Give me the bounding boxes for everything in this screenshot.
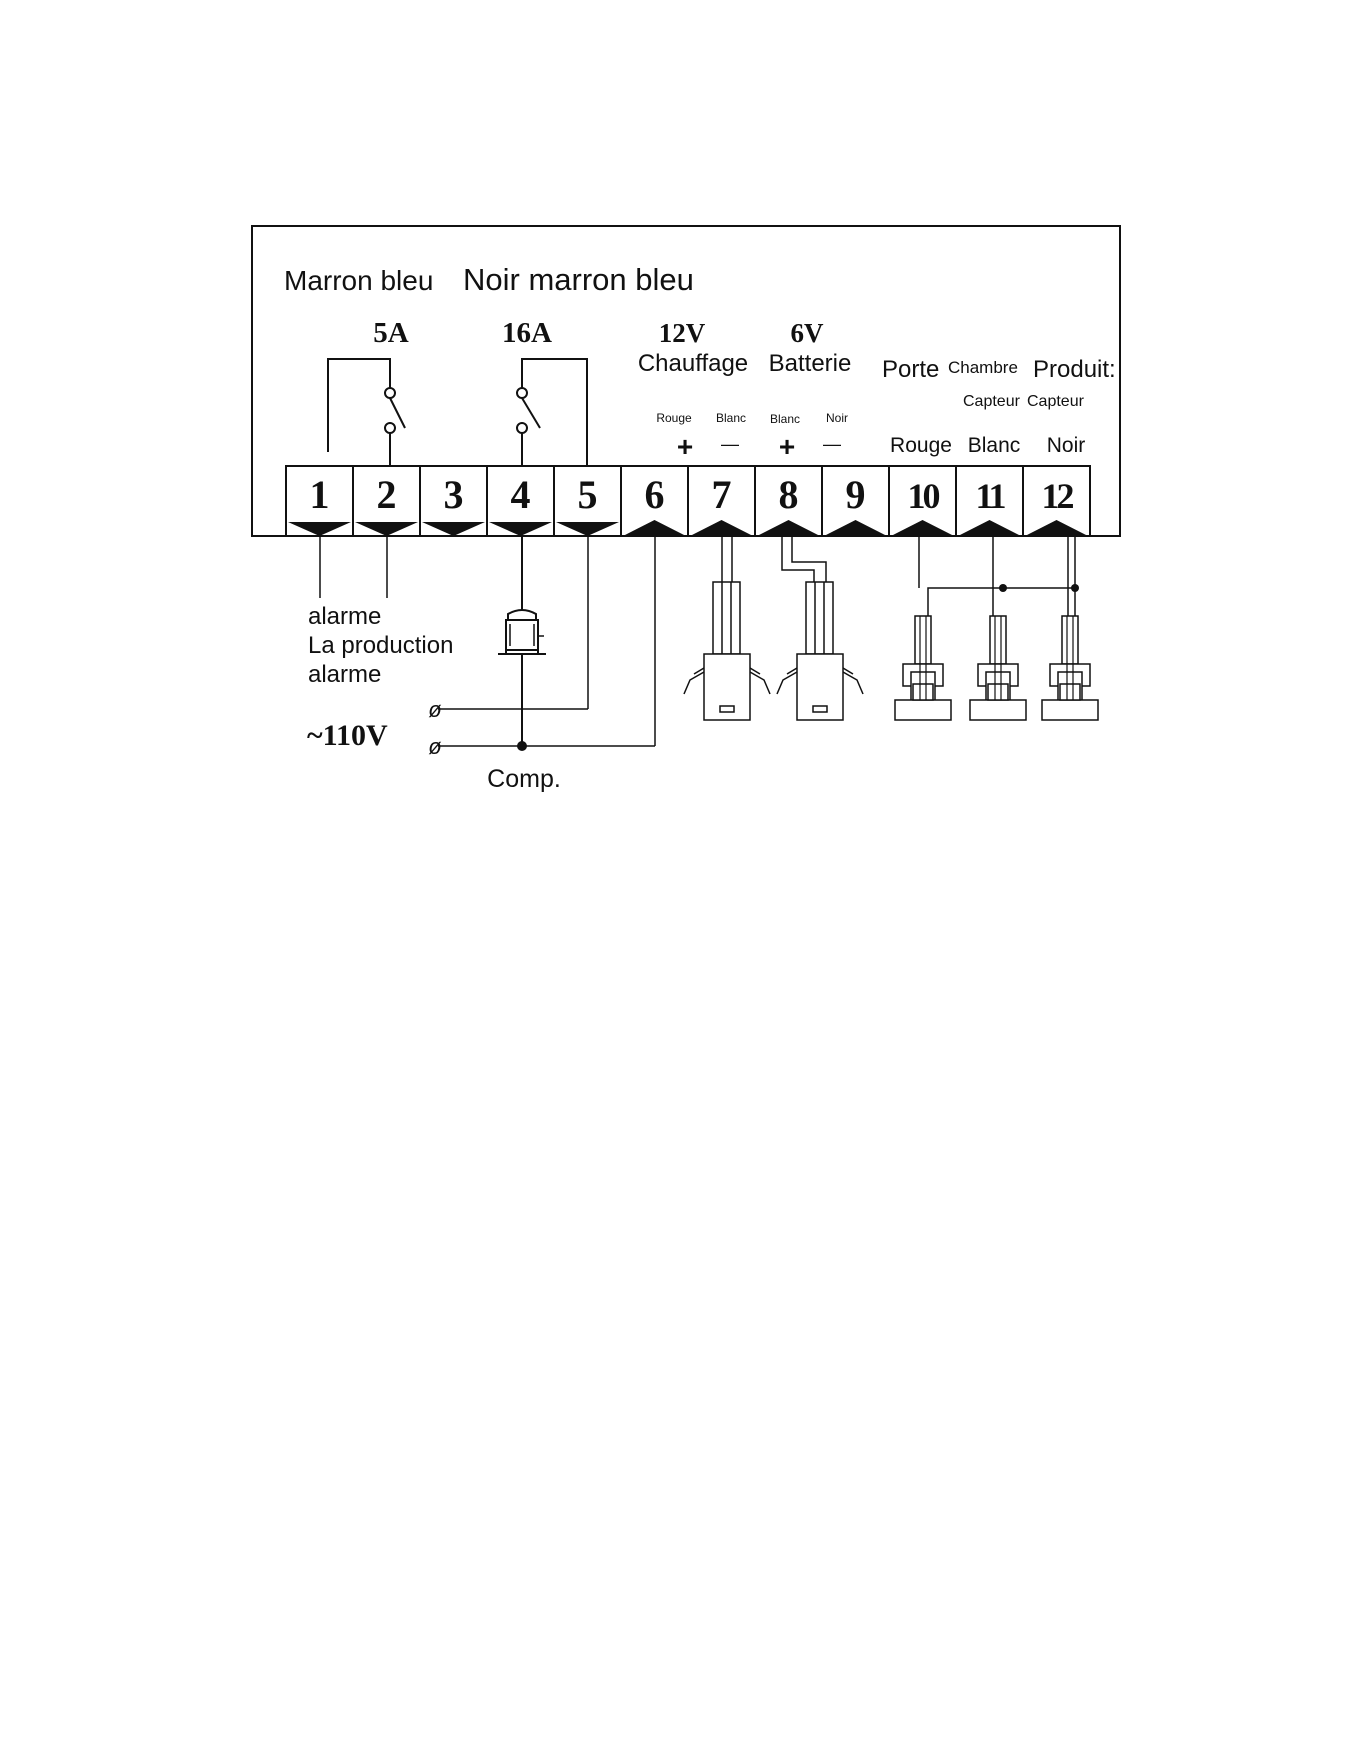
terminal-number: 10 <box>908 476 940 516</box>
plus-sign-7: + <box>677 431 693 462</box>
terminal-number: 3 <box>444 472 464 517</box>
terminal-4: 4 <box>487 466 554 536</box>
terminal-number: 12 <box>1042 476 1074 516</box>
terminal-5: 5 <box>554 466 621 536</box>
heater-connector <box>684 536 770 720</box>
header-left-colors: Marron bleu <box>284 265 433 296</box>
supply-symbol-1: ø <box>428 697 441 722</box>
sensor-connectors <box>895 616 1098 720</box>
sensor-wiring <box>919 536 1079 620</box>
alarm-label-3: alarme <box>308 661 381 688</box>
minus-sign-7: — <box>721 434 739 454</box>
plus-sign-8: + <box>779 431 795 462</box>
terminal-1: 1 <box>286 466 353 536</box>
comp-label: Comp. <box>487 765 561 793</box>
terminal-number: 1 <box>310 472 330 517</box>
wire-color-10: Rouge <box>890 434 952 457</box>
terminal-2: 2 <box>353 466 420 536</box>
terminal-11: 11 <box>956 466 1023 536</box>
sensor-connector-3 <box>1042 616 1098 720</box>
sensor-connector-2 <box>970 616 1026 720</box>
supply-voltage-label: ~110V <box>307 719 388 752</box>
compressor-icon <box>498 536 546 746</box>
wire-color-7-plus: Rouge <box>656 411 692 425</box>
sensor-capteur-b: Capteur <box>1027 393 1085 410</box>
minus-sign-8: — <box>823 434 841 454</box>
terminal-number: 2 <box>377 472 397 517</box>
terminal-7: 7 <box>688 466 755 536</box>
relay-5a-label: 5A <box>373 317 409 349</box>
junction-dot-supply <box>517 741 527 751</box>
terminal-9: 9 <box>822 466 889 536</box>
terminal-number: 9 <box>846 472 866 517</box>
wire-color-8-minus: Noir <box>826 411 848 425</box>
relay-16a-switch <box>517 359 587 468</box>
wire-color-7-minus: Blanc <box>716 411 746 425</box>
terminal-12: 12 <box>1023 466 1090 536</box>
wire-color-8-plus: Blanc <box>770 412 800 426</box>
terminal-8: 8 <box>755 466 822 536</box>
terminal-3: 3 <box>420 466 487 536</box>
sensor-room-label: Chambre <box>948 358 1018 377</box>
terminal-number: 5 <box>578 472 598 517</box>
alarm-label-1: alarme <box>308 603 381 630</box>
wire-color-11: Blanc <box>968 434 1021 457</box>
sensor-door-label: Porte <box>882 356 939 383</box>
terminal-10: 10 <box>889 466 956 536</box>
terminal-number: 11 <box>975 476 1005 516</box>
supply-symbol-2: ø <box>428 734 441 759</box>
battery-voltage: 6V <box>791 318 825 348</box>
wire-color-12: Noir <box>1047 434 1086 457</box>
terminal-number: 4 <box>511 472 531 517</box>
terminal-6: 6 <box>621 466 688 536</box>
terminal-number: 6 <box>645 472 665 517</box>
relay-5a-switch <box>328 359 405 466</box>
sensor-capteur-a: Capteur <box>963 393 1021 410</box>
battery-label: Batterie <box>769 350 852 377</box>
battery-connector <box>777 536 863 720</box>
header-right-colors: Noir marron bleu <box>463 262 694 297</box>
sensor-connector-1 <box>895 616 951 720</box>
heater-label: Chauffage <box>638 350 748 377</box>
terminal-number: 8 <box>779 472 799 517</box>
sensor-product-label: Produit: <box>1033 356 1116 383</box>
heater-voltage: 12V <box>659 318 706 348</box>
terminal-number: 7 <box>712 472 732 517</box>
alarm-label-2: La production <box>308 632 453 659</box>
relay-16a-label: 16A <box>502 317 552 349</box>
